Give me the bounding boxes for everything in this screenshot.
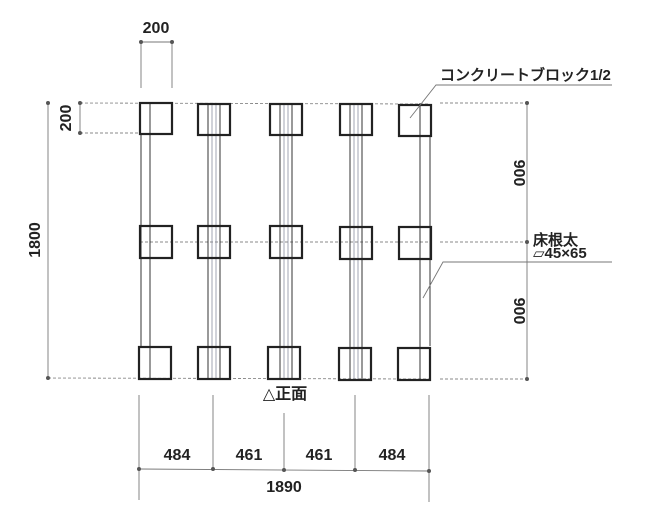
block	[396, 346, 432, 382]
block	[337, 346, 373, 382]
dimension-label: 461	[306, 447, 333, 464]
block	[196, 224, 232, 260]
front-label: △正面	[263, 385, 307, 403]
block	[196, 102, 232, 137]
block	[397, 225, 433, 261]
dimension-spans: 900 900	[510, 101, 529, 381]
dimension-label: 484	[379, 447, 406, 464]
block	[338, 102, 374, 137]
block	[266, 345, 302, 381]
block	[397, 103, 433, 138]
dimension-label: 461	[236, 447, 263, 464]
block	[138, 101, 174, 136]
dimension-label: 200	[58, 105, 75, 132]
dimension-label: 900	[510, 298, 527, 325]
dimension-block-width: 200	[139, 20, 174, 88]
dimension-total-depth: 1800	[27, 101, 50, 380]
block	[268, 102, 304, 137]
dimension-label: 900	[510, 160, 527, 187]
joist-label: 床根太	[533, 231, 579, 249]
block	[268, 224, 304, 260]
block	[137, 345, 173, 381]
dimension-block-depth: 200	[58, 101, 82, 135]
floor-joists	[140, 103, 431, 380]
dimension-label: 484	[164, 447, 191, 464]
dimension-label: 1800	[27, 222, 44, 258]
block	[196, 345, 232, 381]
dimension-label: 1890	[266, 479, 302, 496]
concrete-blocks	[137, 101, 433, 382]
block	[138, 224, 174, 260]
joist-size-label: ▱45×65	[533, 245, 587, 262]
callout-floor-joist: 床根太 ▱45×65	[422, 231, 612, 299]
callout-concrete-block: コンクリートブロック1/2	[409, 66, 612, 119]
block	[338, 225, 374, 261]
dimension-label: 200	[143, 20, 170, 37]
dimension-spacing: 484 461 461 484 1890	[137, 395, 431, 502]
reference-lines	[47, 102, 527, 380]
block-label: コンクリートブロック1/2	[440, 66, 611, 84]
